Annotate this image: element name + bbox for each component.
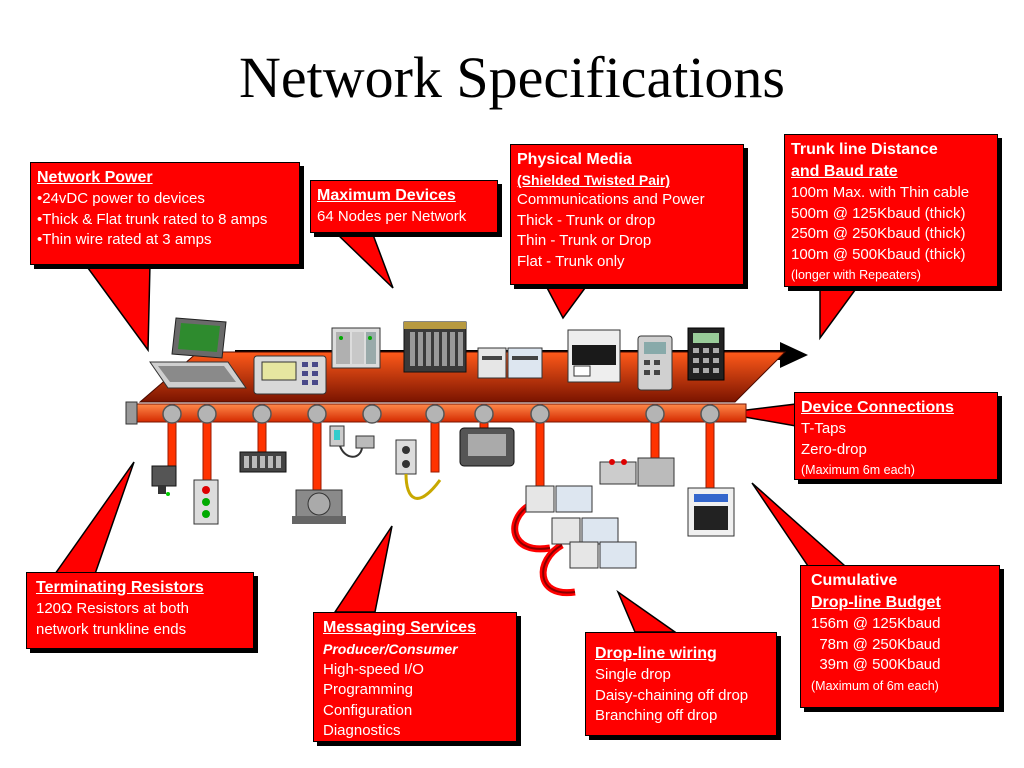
callout-line: 156m @ 125Kbaud [811, 615, 941, 632]
callout-line: 39m @ 500Kbaud [811, 656, 941, 673]
laptop-icon [149, 317, 247, 389]
network-power-callout: Network Power •24vDC power to devices •T… [30, 162, 300, 265]
callout-line: Single drop [595, 666, 671, 683]
maximum-devices-heading: Maximum Devices [317, 187, 456, 204]
motor-icon [292, 489, 346, 524]
photo-sensor-icon [151, 465, 177, 496]
messaging-services-subheading: Producer/Consumer [323, 641, 458, 657]
callout-line: Configuration [323, 701, 413, 719]
operator-terminal-icon [253, 355, 327, 395]
t-tap [197, 404, 217, 424]
maximum-devices-callout: Maximum Devices 64 Nodes per Network [310, 180, 498, 233]
t-tap [307, 404, 327, 424]
t-taps [162, 404, 720, 424]
callout-line: 78m @ 250Kbaud [811, 635, 941, 653]
callout-line: Daisy-chaining off drop [595, 686, 749, 704]
callout-line: 120Ω Resistors at both [36, 600, 189, 617]
t-tap [362, 404, 382, 424]
t-tap [252, 404, 272, 424]
terminating-resistors-heading: Terminating Resistors [36, 579, 204, 596]
callout-line: Thick - Trunk or drop [517, 211, 656, 229]
slide-title: Network Specifications [238, 45, 785, 110]
network-power-heading: Network Power [37, 169, 153, 186]
messaging-services-heading: Messaging Services [323, 619, 476, 636]
callout-line: High-speed I/O [323, 660, 424, 678]
callout-pointers [53, 231, 860, 633]
t-tap [700, 404, 720, 424]
trunk-line-callout: Trunk line Distance and Baud rate 100m M… [784, 134, 998, 287]
callout-line: 500m @ 125Kbaud (thick) [791, 204, 966, 222]
cumulative-heading-2: Drop-line Budget [811, 594, 941, 611]
display-device-icon [459, 427, 515, 467]
cumulative-heading: Cumulative [811, 572, 898, 589]
trunk-line-heading: Trunk line Distance [791, 141, 938, 158]
keypad-terminal-icon [687, 327, 725, 381]
io-block-icon [477, 347, 543, 379]
callout-note: (longer with Repeaters) [791, 268, 921, 282]
cumulative-budget-callout: Cumulative Drop-line Budget 156m @ 125Kb… [800, 565, 1000, 708]
messaging-services-callout: Messaging Services Producer/Consumer Hig… [313, 612, 517, 742]
terminating-resistor-left [125, 401, 138, 425]
io-rack-icon [403, 321, 467, 373]
drop-line-wiring-heading: Drop-line wiring [595, 645, 717, 662]
callout-line: Thin - Trunk or Drop [517, 232, 652, 249]
drop-line-wiring-callout: Drop-line wiring Single drop Daisy-chain… [585, 632, 777, 736]
limit-switch-icon [395, 439, 442, 500]
push-button-station-icon [193, 479, 219, 525]
callout-note: (Maximum of 6m each) [811, 678, 939, 693]
device-connections-callout: Device Connections T-Taps Zero-drop (Max… [794, 392, 998, 480]
callout-line: 100m @ 500Kbaud (thick) [791, 245, 966, 263]
callout-line: Flat - Trunk only [517, 252, 625, 270]
callout-line: •Thick & Flat trunk rated to 8 amps [37, 210, 268, 228]
callout-line: Programming [323, 681, 414, 698]
display-panel-icon [567, 329, 621, 383]
callout-line: 64 Nodes per Network [317, 208, 467, 225]
callout-line: Branching off drop [595, 707, 718, 724]
callout-line: T-Taps [801, 420, 847, 437]
callout-line: 100m Max. with Thin cable [791, 184, 970, 201]
proximity-sensor-icon [329, 425, 375, 458]
callout-line: Diagnostics [323, 722, 401, 739]
callout-line: •24vDC power to devices [37, 190, 205, 207]
t-tap [425, 404, 445, 424]
handheld-keypad-icon [637, 335, 673, 391]
physical-media-heading: Physical Media [517, 151, 632, 168]
callout-note: (Maximum 6m each) [801, 463, 915, 477]
trunk-line-heading-2: and Baud rate [791, 163, 898, 180]
physical-media-callout: Physical Media (Shielded Twisted Pair) C… [510, 144, 744, 285]
callout-line: •Thin wire rated at 3 amps [37, 231, 212, 248]
plc-chassis-icon [331, 327, 381, 369]
callout-line: Zero-drop [801, 440, 867, 458]
callout-line: Communications and Power [517, 191, 705, 208]
scale-controller-icon [599, 457, 675, 487]
callout-line: 250m @ 250Kbaud (thick) [791, 225, 966, 242]
drive-panel-icon [687, 487, 735, 537]
physical-media-subheading: (Shielded Twisted Pair) [517, 172, 670, 188]
daisy-chain-io-icon [525, 485, 637, 569]
t-tap [162, 404, 182, 424]
io-module-icon [239, 451, 287, 473]
device-connections-heading: Device Connections [801, 399, 954, 416]
t-tap [530, 404, 550, 424]
t-tap [645, 404, 665, 424]
callout-line: network trunkline ends [36, 620, 187, 638]
t-tap [474, 404, 494, 424]
terminating-resistors-callout: Terminating Resistors 120Ω Resistors at … [26, 572, 254, 649]
